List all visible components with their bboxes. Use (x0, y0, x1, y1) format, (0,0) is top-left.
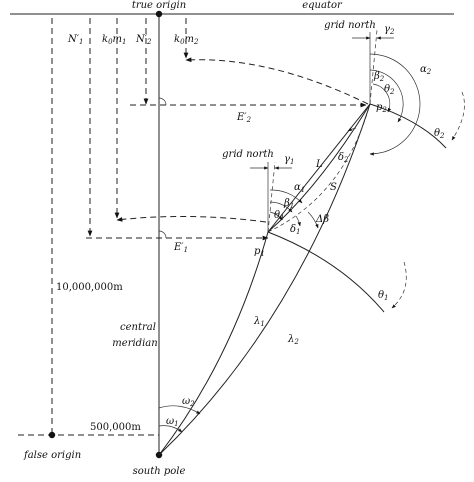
e1-prime-label: E′1 (173, 242, 188, 254)
false-origin-label: false origin (23, 450, 81, 461)
alpha2-label: α2 (420, 64, 432, 76)
k0m2-label: k0m2 (174, 34, 199, 46)
p1-label: p1 (254, 246, 265, 258)
gamma2-label: γ2 (384, 24, 395, 36)
meridian-label: meridian (112, 338, 157, 349)
alpha1-label: α1 (294, 182, 305, 194)
omega2-label: ω2 (182, 396, 195, 408)
arc-omega1 (158, 425, 183, 433)
delta-beta-label: Δβ (315, 214, 329, 225)
n1-prime-label: N′1 (67, 34, 84, 46)
south-pole-label: south pole (133, 466, 186, 477)
meridian-lambda2 (158, 103, 371, 456)
beta1-label: β1 (283, 198, 294, 210)
omega1-label: ω1 (166, 416, 179, 428)
k0m1-arc (116, 215, 267, 223)
grid-north-1-label: grid north (222, 149, 274, 160)
false-easting-label: 500,000m (90, 422, 141, 433)
e2-prime-label: E′2 (236, 112, 252, 124)
central-label: central (120, 322, 156, 333)
arc-theta1-outer (391, 261, 407, 309)
lambda1-label: λ1 (253, 316, 265, 328)
right-angle-marker-1 (158, 230, 167, 239)
arc-omega2 (158, 405, 201, 415)
delta1-label: δ1 (290, 224, 301, 236)
arc-alpha2 (369, 53, 421, 156)
true-north-p2 (369, 29, 378, 105)
meridian-lambda1 (158, 231, 269, 456)
n2-prime-label: N′2 (135, 34, 152, 46)
chord-L (267, 103, 371, 233)
grid-north-2-label: grid north (324, 20, 376, 31)
k0m1-label: k0m1 (102, 34, 126, 46)
arc-alpha1 (269, 189, 303, 204)
theta1-inner-label: θ1 (274, 210, 285, 222)
S-label: S (330, 182, 337, 193)
k0m2-arc (185, 57, 369, 105)
false-origin-point (48, 431, 56, 439)
gamma1-label: γ1 (284, 154, 294, 166)
lambda2-label: λ2 (287, 334, 299, 346)
parallel-p2 (369, 103, 447, 149)
L-label: L (315, 159, 323, 170)
theta2-inner-label: θ2 (384, 84, 395, 96)
arc-theta2-outer (451, 91, 465, 141)
arc-theta1 (269, 211, 283, 221)
right-angle-marker-2 (158, 97, 167, 106)
true-north-p1 (267, 161, 276, 233)
curve-S-solid (267, 103, 371, 233)
arc-theta2 (372, 83, 392, 113)
theta1-outer-label: θ1 (378, 290, 389, 302)
false-northing-label: 10,000,000m (56, 282, 123, 293)
arc-delta-beta (307, 211, 319, 229)
arc-beta1 (269, 201, 293, 213)
arc-delta2 (347, 127, 357, 132)
arc-delta1 (295, 215, 301, 227)
p2-label: p2 (376, 102, 387, 114)
true-origin-label: true origin (132, 0, 186, 11)
parallel-p1 (267, 231, 385, 313)
arc-beta2 (369, 69, 404, 123)
beta2-label: β2 (373, 71, 385, 83)
equator-label: equator (302, 0, 343, 11)
theta2-outer-label: θ2 (434, 128, 445, 140)
delta2-label: δ2 (338, 152, 349, 164)
true-origin-point (155, 10, 163, 18)
